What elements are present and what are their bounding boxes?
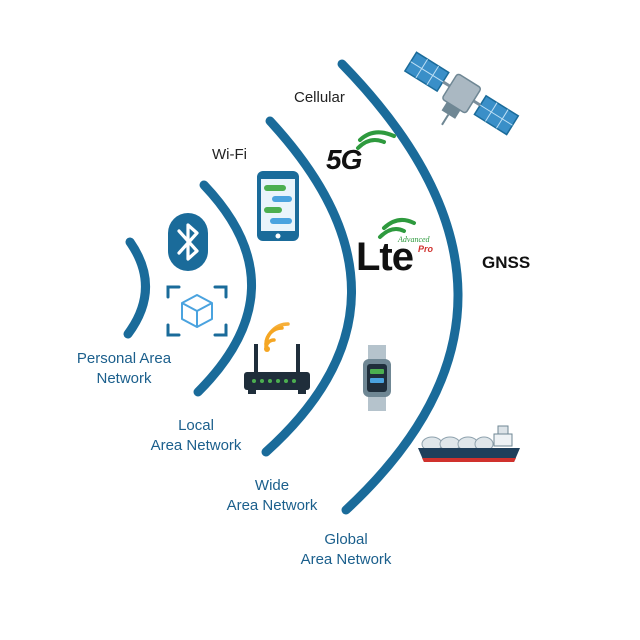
satellite-icon: [403, 51, 520, 136]
wifi-label: Wi-Fi: [212, 146, 247, 163]
cargo-ship-icon: [418, 425, 520, 462]
pan-label: Personal Area Network: [64, 349, 184, 389]
lte-pro-text: Pro: [418, 244, 434, 254]
lan-label-line1: Local: [178, 417, 214, 434]
gan-label-line1: Global: [324, 531, 368, 548]
gnss-label: GNSS: [482, 253, 531, 272]
5g-logo-text: 5G: [326, 144, 362, 175]
pan-arc: [123, 237, 150, 339]
gan-label: Global Area Network: [286, 530, 406, 570]
bluetooth-icon: [168, 213, 208, 271]
gan-arc: [337, 59, 463, 515]
5g-logo-icon: 5G: [326, 128, 402, 176]
wan-label-line1: Wide: [254, 477, 290, 494]
cellular-label: Cellular: [294, 89, 345, 106]
wan-label: Wide Area Network: [212, 476, 332, 516]
pan-label-line1: Personal Area: [76, 350, 172, 367]
gan-label-line2: Area Network: [300, 551, 392, 568]
pan-label-line2: Network: [96, 370, 152, 387]
lte-advanced-text: Advanced: [398, 235, 430, 244]
lte-logo-text: Lte: [356, 235, 414, 279]
wan-label-line2: Area Network: [226, 497, 318, 514]
lan-arc: [193, 180, 256, 397]
5g-signal-arcs-icon: [356, 130, 396, 150]
smartwatch-icon: [363, 345, 391, 411]
smartphone-icon: [257, 171, 299, 241]
lan-label: Local Area Network: [136, 416, 256, 456]
wan-arc: [261, 116, 356, 457]
ar-cube-icon: [166, 285, 228, 337]
lte-signal-arcs-icon: [378, 217, 416, 239]
wifi-router-icon: [244, 322, 310, 394]
lan-label-line2: Area Network: [150, 437, 242, 454]
lte-advanced-pro-logo-icon: Lte Advanced Pro: [356, 215, 440, 285]
